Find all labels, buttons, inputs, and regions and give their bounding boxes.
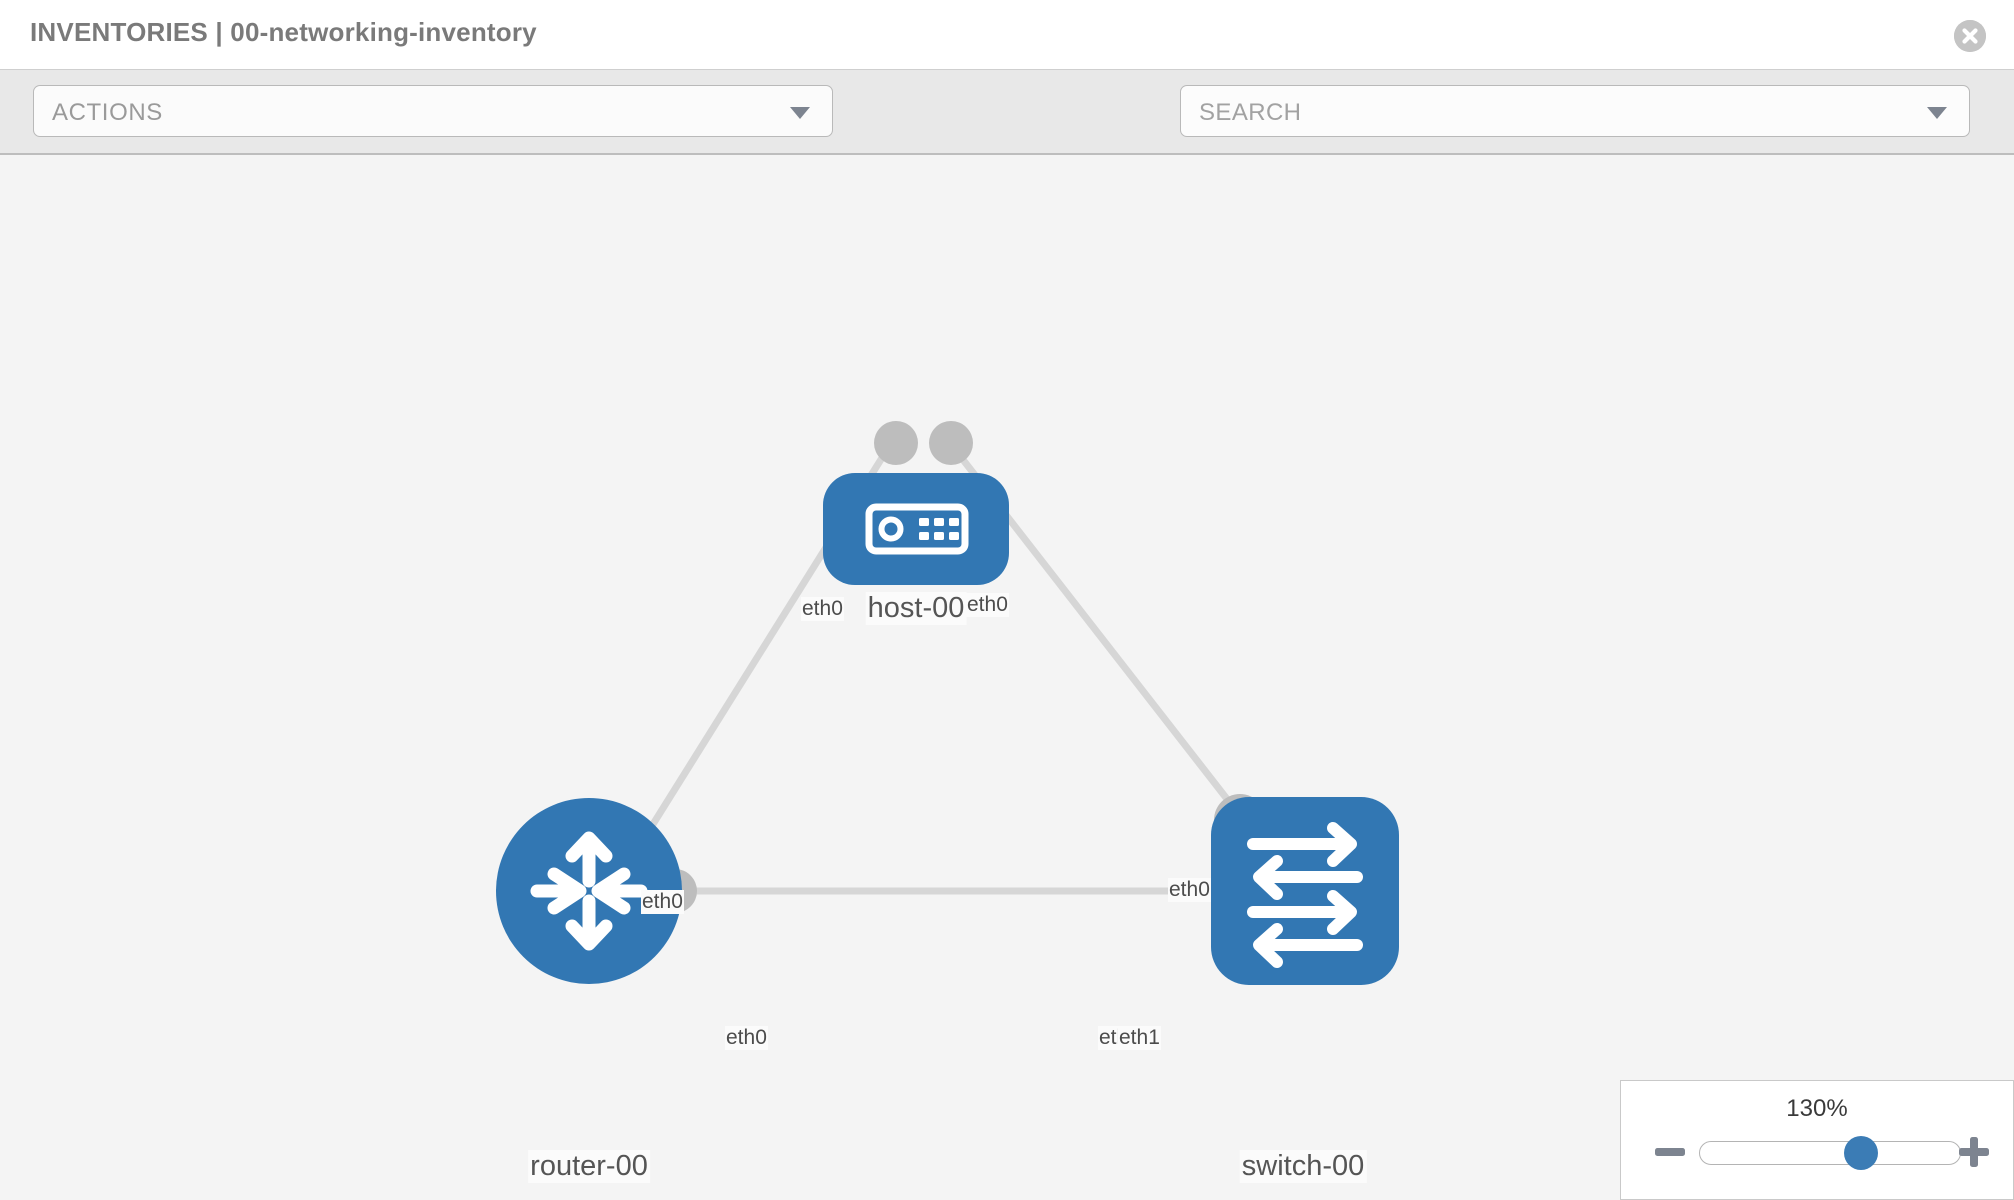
search-placeholder: SEARCH	[1199, 99, 1302, 126]
zoom-slider-thumb[interactable]	[1844, 1136, 1879, 1170]
zoom-out-button[interactable]	[1653, 1133, 1687, 1171]
toolbar: ACTIONS SEARC	[0, 70, 2014, 198]
node-router-00	[496, 798, 682, 984]
node-switch-00	[1211, 797, 1399, 985]
zoom-in-button[interactable]	[1957, 1133, 1991, 1171]
page-title: INVENTORIES | 00-networking-inventory	[30, 17, 537, 47]
node-label-switch-00: switch-00	[1239, 1150, 1367, 1183]
node-host-00	[823, 473, 1009, 585]
connector-host-right	[929, 421, 973, 465]
actions-dropdown[interactable]: ACTIONS	[33, 85, 833, 137]
close-icon[interactable]	[1954, 20, 1986, 52]
topology-canvas[interactable]: eth0 eth0 eth0 eth0 eth0 eth0 eth1 host-…	[0, 155, 2014, 1200]
chevron-down-icon[interactable]	[1927, 107, 1947, 119]
node-label-router-00: router-00	[528, 1150, 650, 1183]
interface-label: eth0	[725, 1026, 768, 1050]
zoom-slider-row	[1621, 1133, 2013, 1173]
page-header: INVENTORIES | 00-networking-inventory	[0, 0, 2014, 70]
interface-label: eth0	[1168, 878, 1211, 902]
node-label-host-00: host-00	[865, 592, 967, 625]
zoom-control-panel: 130%	[1620, 1080, 2014, 1200]
chevron-down-icon	[790, 107, 810, 119]
interface-label: eth0	[641, 890, 684, 914]
search-input[interactable]: SEARCH	[1180, 85, 1970, 137]
interface-label: eth0	[801, 597, 844, 621]
actions-dropdown-label: ACTIONS	[52, 99, 163, 126]
topology-graph	[496, 421, 1399, 985]
zoom-slider[interactable]	[1699, 1136, 1961, 1170]
interface-label: eth1	[1118, 1026, 1161, 1050]
interface-label: eth0	[966, 593, 1009, 617]
zoom-level-value: 130%	[1786, 1095, 1848, 1122]
connector-host-left	[874, 421, 918, 465]
